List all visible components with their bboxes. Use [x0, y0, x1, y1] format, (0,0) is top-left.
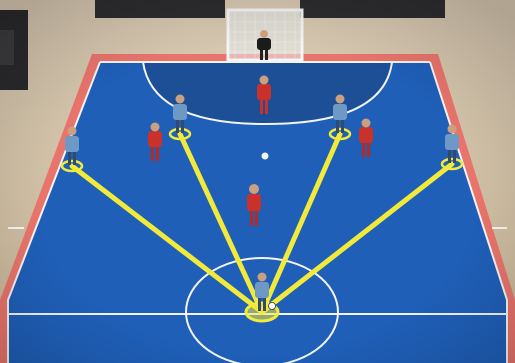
highlight-ring [168, 127, 192, 141]
pass-line [69, 163, 265, 315]
player-red-middle[interactable] [247, 184, 261, 226]
player-blue-far-left[interactable] [65, 126, 79, 166]
highlight-ring [440, 157, 464, 171]
player-goalkeeper[interactable] [257, 30, 271, 60]
pass-line [259, 161, 455, 315]
pass-line [177, 131, 265, 315]
ball[interactable] [268, 302, 276, 310]
highlight-ring [60, 159, 84, 173]
highlight-ring [328, 127, 352, 141]
player-blue-far-right[interactable] [445, 124, 459, 164]
player-red-left[interactable] [148, 122, 162, 162]
receiver-rings [60, 127, 464, 173]
pass-line [259, 131, 343, 315]
player-red-right[interactable] [359, 118, 373, 158]
player-blue-right[interactable] [333, 94, 347, 134]
player-ball-carrier[interactable] [255, 272, 269, 312]
pass-lines [69, 131, 455, 315]
player-blue-left[interactable] [173, 94, 187, 134]
player-red-top-center[interactable] [257, 75, 271, 115]
